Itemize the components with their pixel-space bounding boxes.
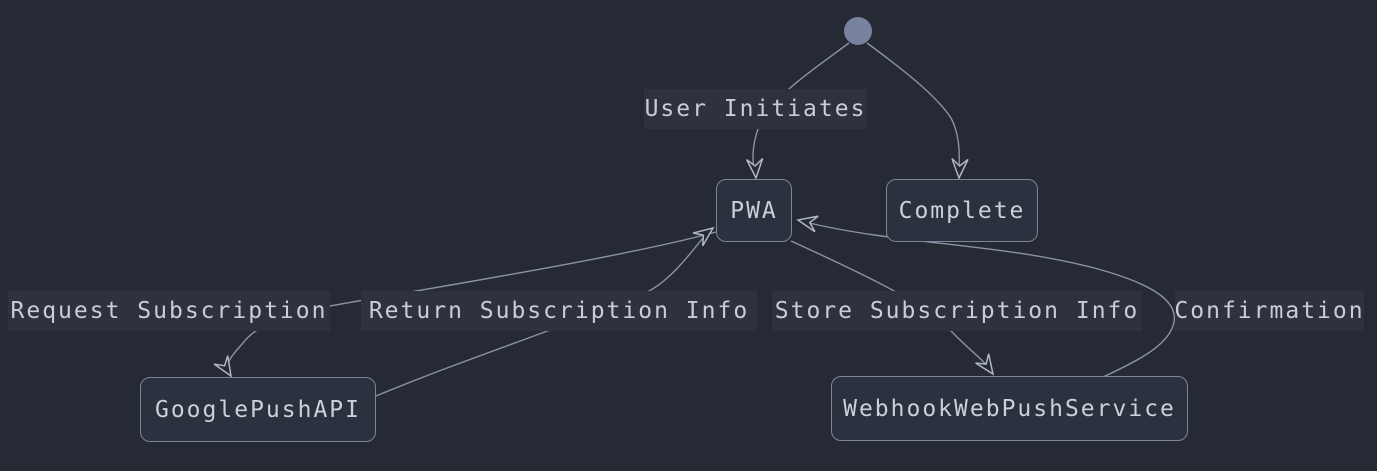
- edge-label-confirmation-text: Confirmation: [1174, 298, 1365, 324]
- edge-label-store-subscription-info: Store Subscription Info: [772, 291, 1142, 331]
- edge-label-request-subscription-text: Request Subscription: [10, 298, 328, 324]
- state-node-googlepushapi: GooglePushAPI: [140, 377, 376, 442]
- state-node-webhookwebpushservice: WebhookWebPushService: [831, 376, 1188, 441]
- state-node-googlepushapi-label: GooglePushAPI: [154, 396, 361, 423]
- arrowhead-initial-to-pwa: [746, 157, 764, 180]
- edge-label-return-subscription-info-text: Return Subscription Info: [368, 298, 750, 324]
- state-node-complete-label: Complete: [898, 197, 1026, 224]
- state-node-pwa: PWA: [716, 179, 792, 242]
- edge-label-return-subscription-info: Return Subscription Info: [361, 291, 757, 331]
- edge-label-confirmation: Confirmation: [1174, 291, 1365, 331]
- arrowhead-initial-to-complete: [951, 158, 969, 180]
- edge-label-user-initiates: User Initiates: [644, 89, 867, 129]
- edge-pwa-to-googlepushapi: [226, 231, 717, 371]
- arrowhead-webhookwebpushservice-to-pwa: [796, 215, 819, 233]
- state-node-pwa-label: PWA: [730, 197, 778, 224]
- state-node-complete: Complete: [886, 179, 1038, 242]
- state-node-webhookwebpushservice-label: WebhookWebPushService: [843, 395, 1176, 422]
- arrowhead-pwa-to-webhookwebpushservice: [975, 353, 995, 376]
- edge-label-store-subscription-info-text: Store Subscription Info: [774, 298, 1140, 324]
- edge-label-request-subscription: Request Subscription: [8, 291, 330, 331]
- arrowhead-googlepushapi-to-pwa: [692, 226, 715, 247]
- edge-label-user-initiates-text: User Initiates: [644, 96, 867, 122]
- arrowhead-pwa-to-googlepushapi: [213, 355, 233, 378]
- edge-initial-to-complete: [866, 42, 960, 169]
- initial-state-dot: [844, 17, 872, 45]
